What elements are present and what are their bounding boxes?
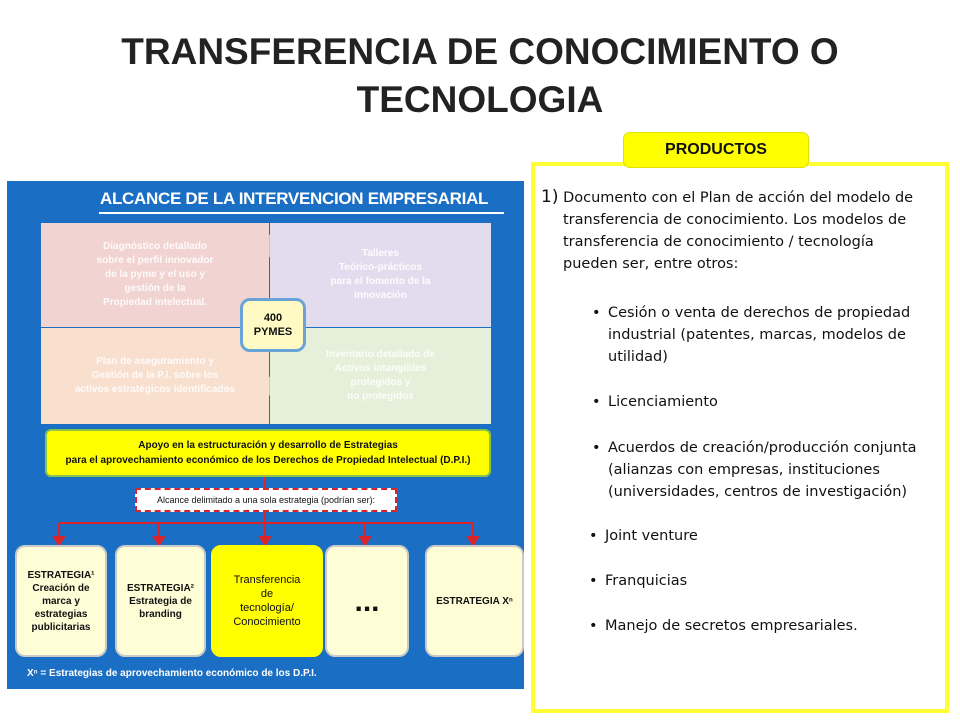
bullet-dot: • bbox=[589, 528, 598, 544]
strategy-transfer-box: Transferencia de tecnología/ Conocimient… bbox=[211, 545, 323, 657]
diagram-title: ALCANCE DE LA INTERVENCION EMPRESARIAL bbox=[100, 189, 489, 208]
bullet-text: Franquicias bbox=[605, 573, 688, 589]
product-bullet-3: • Acuerdos de creación/producción conjun… bbox=[592, 437, 942, 503]
product-bullet-2: • Licenciamiento bbox=[592, 391, 937, 413]
quadrant-diagnostico-text: Diagnóstico detallado sobre el perfil in… bbox=[96, 241, 214, 308]
intro-first-line: Documento con el Plan de acción del mode… bbox=[563, 190, 914, 206]
quadrant-inventario: Inventario detallado de Activos intangib… bbox=[270, 328, 491, 424]
bullet-text: Cesión o venta de derechos de propiedad … bbox=[608, 305, 911, 365]
slide-title-line-1: TRANSFERENCIA DE CONOCIMIENTO O bbox=[121, 31, 839, 72]
support-strategies-box: Apoyo en la estructuración y desarrollo … bbox=[45, 429, 491, 477]
strategy-2-box: ESTRATEGIA² Estrategia de branding bbox=[115, 545, 206, 657]
pymes-badge: 400 PYMES bbox=[240, 298, 306, 352]
bullet-dot: • bbox=[589, 573, 598, 589]
strategy-ellipsis-box: ... bbox=[325, 545, 409, 657]
bullet-dot: • bbox=[592, 305, 601, 321]
slide-title: TRANSFERENCIA DE CONOCIMIENTO O TECNOLOG… bbox=[0, 28, 960, 124]
bullet-text: Manejo de secretos empresariales. bbox=[605, 618, 858, 634]
quadrant-plan: Plan de aseguramiento y Gestión de la P.… bbox=[41, 328, 269, 424]
product-bullet-4: • Joint venture bbox=[589, 525, 929, 547]
product-bullet-1: • Cesión o venta de derechos de propieda… bbox=[592, 302, 937, 368]
products-intro: 1) Documento con el Plan de acción del m… bbox=[541, 186, 941, 275]
slide-title-line-2: TECNOLOGIA bbox=[356, 79, 604, 120]
bullet-dot: • bbox=[592, 440, 601, 456]
quadrant-plan-text: Plan de aseguramiento y Gestión de la P.… bbox=[74, 356, 236, 395]
bullet-dot: • bbox=[592, 394, 601, 410]
intro-number: 1) bbox=[541, 187, 559, 207]
bullet-dot: • bbox=[589, 618, 598, 634]
intro-rest: transferencia de conocimiento. Los model… bbox=[563, 212, 907, 272]
strategy-n-box: ESTRATEGIA Xⁿ bbox=[425, 545, 524, 657]
bullet-text: Joint venture bbox=[605, 528, 698, 544]
bullet-text: Licenciamiento bbox=[608, 394, 718, 410]
intervention-scope-diagram: ALCANCE DE LA INTERVENCION EMPRESARIAL D… bbox=[7, 181, 524, 689]
products-panel bbox=[531, 162, 949, 713]
bullet-text: Acuerdos de creación/producción conjunta… bbox=[608, 440, 917, 500]
diagram-title-rule bbox=[99, 212, 504, 214]
quadrant-talleres: Talleres Teórico-prácticos para el fomen… bbox=[270, 223, 491, 327]
product-bullet-5: • Franquicias bbox=[589, 570, 929, 592]
quadrant-diagnostico: Diagnóstico detallado sobre el perfil in… bbox=[41, 223, 269, 327]
diagram-footnote: Xⁿ = Estrategias de aprovechamiento econ… bbox=[27, 668, 317, 679]
product-bullet-6: • Manejo de secretos empresariales. bbox=[589, 615, 929, 637]
quadrant-inventario-text: Inventario detallado de Activos intangib… bbox=[326, 349, 435, 402]
products-tag: PRODUCTOS bbox=[623, 132, 809, 168]
quadrant-talleres-text: Talleres Teórico-prácticos para el fomen… bbox=[330, 248, 431, 301]
scope-box: Alcance delimitado a una sola estrategia… bbox=[135, 488, 397, 512]
strategy-1-box: ESTRATEGIA¹ Creación de marca y estrateg… bbox=[15, 545, 107, 657]
